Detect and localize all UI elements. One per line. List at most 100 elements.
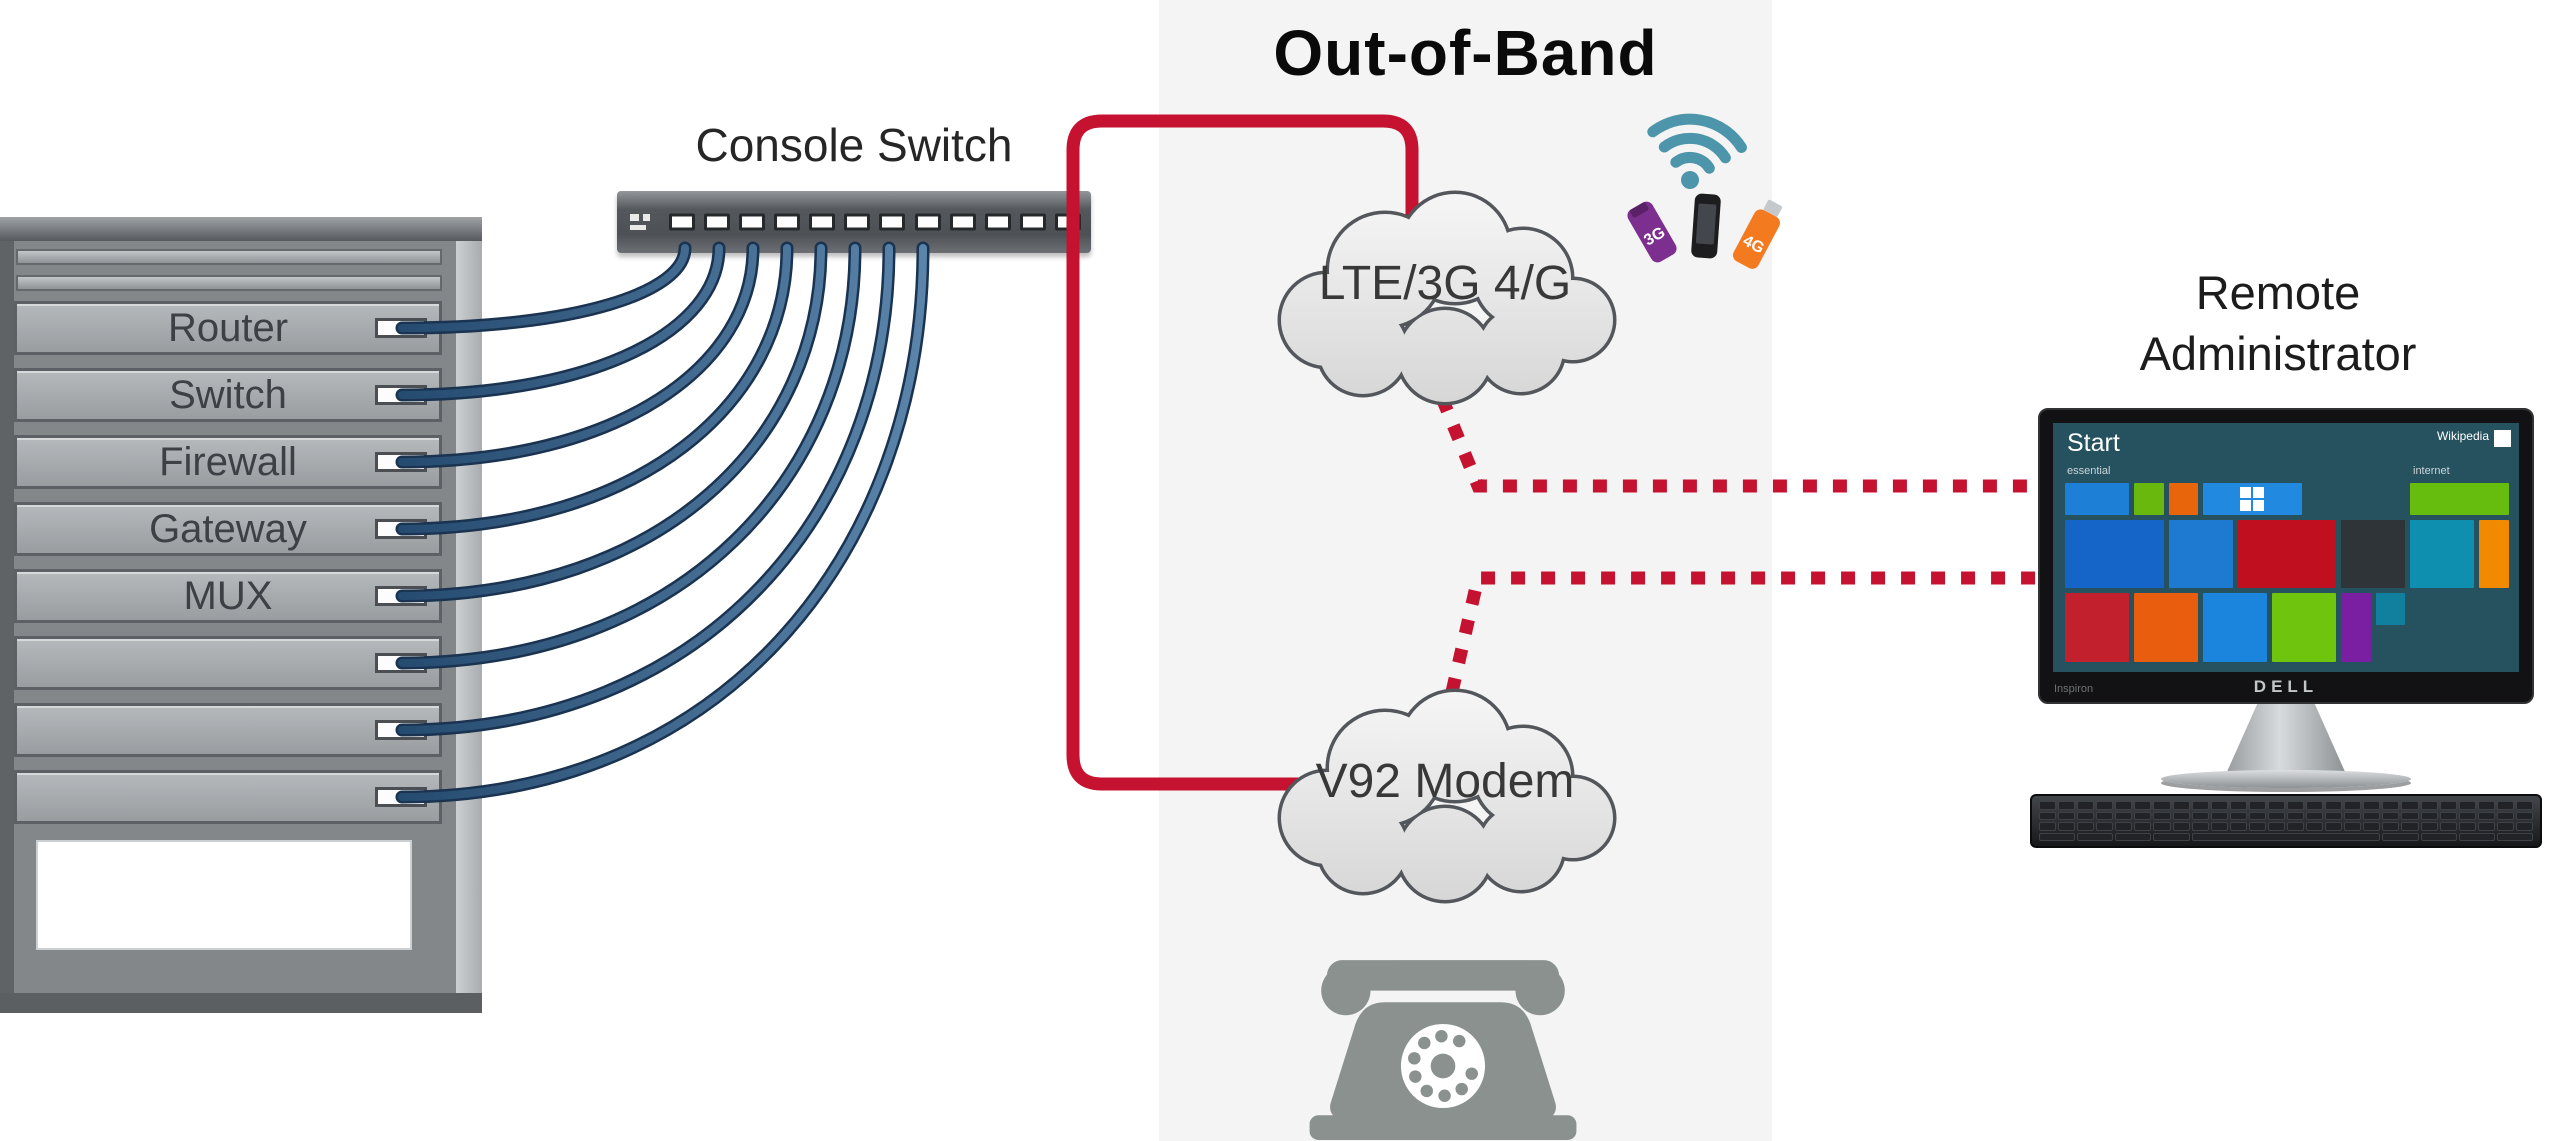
keyboard-key bbox=[2306, 811, 2324, 820]
switch-port-row bbox=[669, 213, 1081, 231]
keyboard-key bbox=[2382, 832, 2419, 841]
switch-port bbox=[1019, 213, 1046, 231]
keyboard-key bbox=[2477, 822, 2495, 831]
switch-port bbox=[1054, 213, 1081, 231]
keyboard-key bbox=[2420, 822, 2438, 831]
rack-slot-label: Switch bbox=[169, 372, 287, 417]
keyboard-key bbox=[2096, 822, 2114, 831]
switch-port bbox=[984, 213, 1011, 231]
keyboard-key bbox=[2267, 822, 2285, 831]
monitor: Start Wikipedia essential internet Inspi… bbox=[2038, 408, 2534, 704]
tile-group-label-right: internet bbox=[2413, 465, 2450, 477]
start-tile bbox=[2410, 483, 2509, 515]
keyboard-key bbox=[2344, 822, 2362, 831]
rack-slot: Firewall bbox=[14, 435, 442, 489]
rack-slot: Gateway bbox=[14, 502, 442, 556]
rack-blank-panel bbox=[36, 840, 412, 950]
rack-slot bbox=[14, 636, 442, 690]
out-of-band-panel bbox=[1159, 0, 1772, 1141]
rack-slot-label: Router bbox=[167, 305, 289, 350]
keyboard-key bbox=[2077, 811, 2095, 820]
v92-cloud-label: V92 Modem bbox=[1315, 755, 1575, 808]
keyboard-key bbox=[2153, 811, 2171, 820]
wikipedia-logo-icon bbox=[2494, 430, 2511, 447]
start-tile bbox=[2341, 519, 2406, 589]
keyboard-key bbox=[2210, 811, 2228, 820]
keyboard-key bbox=[2325, 822, 2343, 831]
keyboard-key bbox=[2134, 811, 2152, 820]
keyboard-key bbox=[2248, 801, 2266, 810]
keyboard-key bbox=[2401, 822, 2419, 831]
start-tile bbox=[2272, 593, 2337, 662]
keyboard-key bbox=[2039, 801, 2057, 810]
console-port bbox=[375, 653, 427, 673]
console-port bbox=[375, 385, 427, 405]
keyboard-key bbox=[2420, 801, 2438, 810]
rack-slot bbox=[14, 703, 442, 757]
keyboard-key bbox=[2077, 822, 2095, 831]
start-tile bbox=[2065, 519, 2164, 589]
start-label: Start bbox=[2067, 429, 2120, 457]
console-port bbox=[375, 519, 427, 539]
switch-brand-icon bbox=[630, 214, 652, 230]
keyboard-key bbox=[2248, 822, 2266, 831]
start-tile bbox=[2410, 519, 2475, 589]
remote-admin-label: Remote Administrator bbox=[2016, 262, 2540, 384]
keyboard-key bbox=[2458, 811, 2476, 820]
start-tile bbox=[2065, 593, 2130, 662]
console-port bbox=[375, 586, 427, 606]
rack-slot-label: Gateway bbox=[149, 506, 307, 551]
keyboard-key bbox=[2401, 801, 2419, 810]
keyboard-key bbox=[2172, 811, 2190, 820]
rack-slot: Switch bbox=[14, 368, 442, 422]
start-tile bbox=[2168, 519, 2233, 589]
keyboard-key bbox=[2248, 811, 2266, 820]
keyboard-key bbox=[2153, 822, 2171, 831]
keyboard-key bbox=[2458, 832, 2495, 841]
keyboard-key bbox=[2439, 801, 2457, 810]
keyboard-key bbox=[2458, 822, 2476, 831]
keyboard-key bbox=[2420, 811, 2438, 820]
start-tile bbox=[2134, 593, 2199, 662]
keyboard-key bbox=[2382, 822, 2400, 831]
keyboard-key bbox=[2039, 822, 2057, 831]
keyboard-key bbox=[2229, 822, 2247, 831]
keyboard-key bbox=[2210, 801, 2228, 810]
keyboard-key bbox=[2496, 832, 2533, 841]
keyboard-key bbox=[2496, 811, 2514, 820]
switch-port bbox=[809, 213, 836, 231]
monitor-base bbox=[2161, 770, 2411, 788]
keyboard-key bbox=[2096, 801, 2114, 810]
keyboard-key bbox=[2477, 801, 2495, 810]
rack-left-edge bbox=[0, 217, 14, 1013]
keyboard-key bbox=[2115, 801, 2133, 810]
rack-slot: MUX bbox=[14, 569, 442, 623]
tile-group-label-left: essential bbox=[2067, 465, 2111, 477]
keyboard bbox=[2030, 794, 2542, 848]
rack-slot-label: Firewall bbox=[159, 439, 297, 484]
keyboard-key bbox=[2191, 811, 2209, 820]
keyboard-key bbox=[2039, 811, 2057, 820]
keyboard-key bbox=[2229, 801, 2247, 810]
keyboard-key bbox=[2439, 811, 2457, 820]
keyboard-key bbox=[2115, 832, 2152, 841]
keyboard-key bbox=[2306, 822, 2324, 831]
rack-slot-label: MUX bbox=[183, 573, 273, 618]
lte-cloud-label: LTE/3G 4/G bbox=[1318, 257, 1572, 310]
keyboard-key bbox=[2077, 832, 2114, 841]
switch-port bbox=[774, 213, 801, 231]
keyboard-key bbox=[2477, 811, 2495, 820]
monitor-chin: Inspiron DELL bbox=[2040, 672, 2532, 702]
keyboard-key bbox=[2077, 801, 2095, 810]
keyboard-key bbox=[2382, 801, 2400, 810]
switch-port bbox=[669, 213, 695, 231]
keyboard-key bbox=[2039, 832, 2076, 841]
console-port bbox=[375, 452, 427, 472]
keyboard-key bbox=[2191, 801, 2209, 810]
monitor-stand bbox=[2226, 704, 2346, 774]
keyboard-key bbox=[2267, 811, 2285, 820]
start-tile bbox=[2203, 593, 2268, 662]
keyboard-key bbox=[2172, 822, 2190, 831]
switch-port bbox=[949, 213, 976, 231]
keyboard-key bbox=[2115, 822, 2133, 831]
